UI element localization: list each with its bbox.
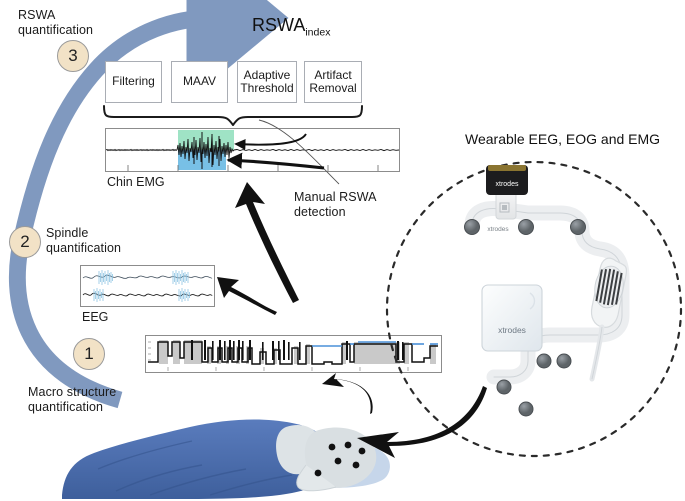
step-3-label: RSWA quantification [18,8,94,37]
step-1-label: Macro structure quantification [28,385,117,414]
chin-emg-label: Chin EMG [107,175,165,189]
eeg-label: EEG [82,310,109,324]
hypnogram-panel [145,335,442,373]
process-box-maav[interactable]: MAAV [171,61,228,103]
xtrodes-strip-brand: xtrodes [487,226,509,233]
process-box-maav-label: MAAV [182,74,217,89]
step-1-number: 1 [84,344,94,363]
sleeping-person-illustration [62,419,390,499]
chin-emg-panel [105,128,400,172]
xtrodes-electrodes [464,219,586,417]
hypnogram-rem-segments [312,341,438,347]
process-box-filtering[interactable]: Filtering [105,61,162,103]
arrow-device-to-sleeper [357,386,487,458]
process-box-artifact-removal[interactable]: Artifact Removal [304,61,362,103]
emg-annotation-arrows [226,133,325,170]
process-box-adaptive-threshold[interactable]: Adaptive Threshold [237,61,297,103]
step-3-badge: 3 [57,40,89,72]
workflow-arc-arrow [8,0,289,409]
process-box-adaptive-threshold-label: Adaptive Threshold [240,67,294,95]
arrow-to-eeg [217,277,277,315]
rswa-index-title: RSWAindex [252,15,330,39]
xtrodes-device-assembly: xtrodes xtrodes xtrodes [464,165,630,417]
xtrodes-logger-brand: xtrodes [496,181,519,188]
xtrodes-data-logger: xtrodes [486,165,528,195]
arrow-sleeper-to-hypnogram [322,373,373,414]
eeg-panel [80,265,215,307]
rswa-index-main: RSWA [252,15,306,35]
xtrodes-box-brand: xtrodes [498,325,526,335]
step-2-label: Spindle quantification [46,226,122,255]
process-box-filtering-label: Filtering [112,74,155,89]
wearable-section-title: Wearable EEG, EOG and EMG [465,131,661,147]
process-boxes-brace [103,105,363,126]
blanket-folds [97,440,293,496]
hypnogram-trace [148,340,438,371]
wearable-dashed-circle [385,160,683,458]
jaw [296,464,337,492]
process-box-artifact-removal-label: Artifact Removal [309,67,357,95]
xtrodes-patch-electrode [589,257,628,382]
step-3-number: 3 [68,46,78,65]
step-2-badge: 2 [9,226,41,258]
head [304,427,377,488]
step-1-badge: 1 [73,338,105,370]
xtrodes-recorder-box: xtrodes [481,284,543,352]
step-2-number: 2 [20,232,30,251]
manual-detection-connector [258,119,340,185]
rswa-index-subscript: index [305,26,331,39]
blanket [62,419,334,499]
eeg-traces [82,270,213,302]
chin-emg-trace [106,130,399,171]
arrow-to-emg [235,182,299,303]
face-electrodes [314,441,366,477]
manual-rswa-detection-label: Manual RSWA detection [294,190,377,219]
